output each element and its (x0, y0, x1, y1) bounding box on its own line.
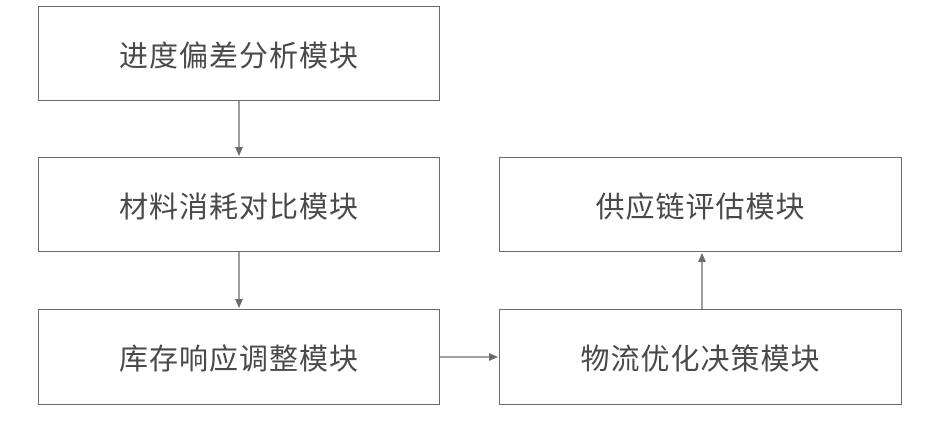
connector-layer (0, 0, 928, 442)
